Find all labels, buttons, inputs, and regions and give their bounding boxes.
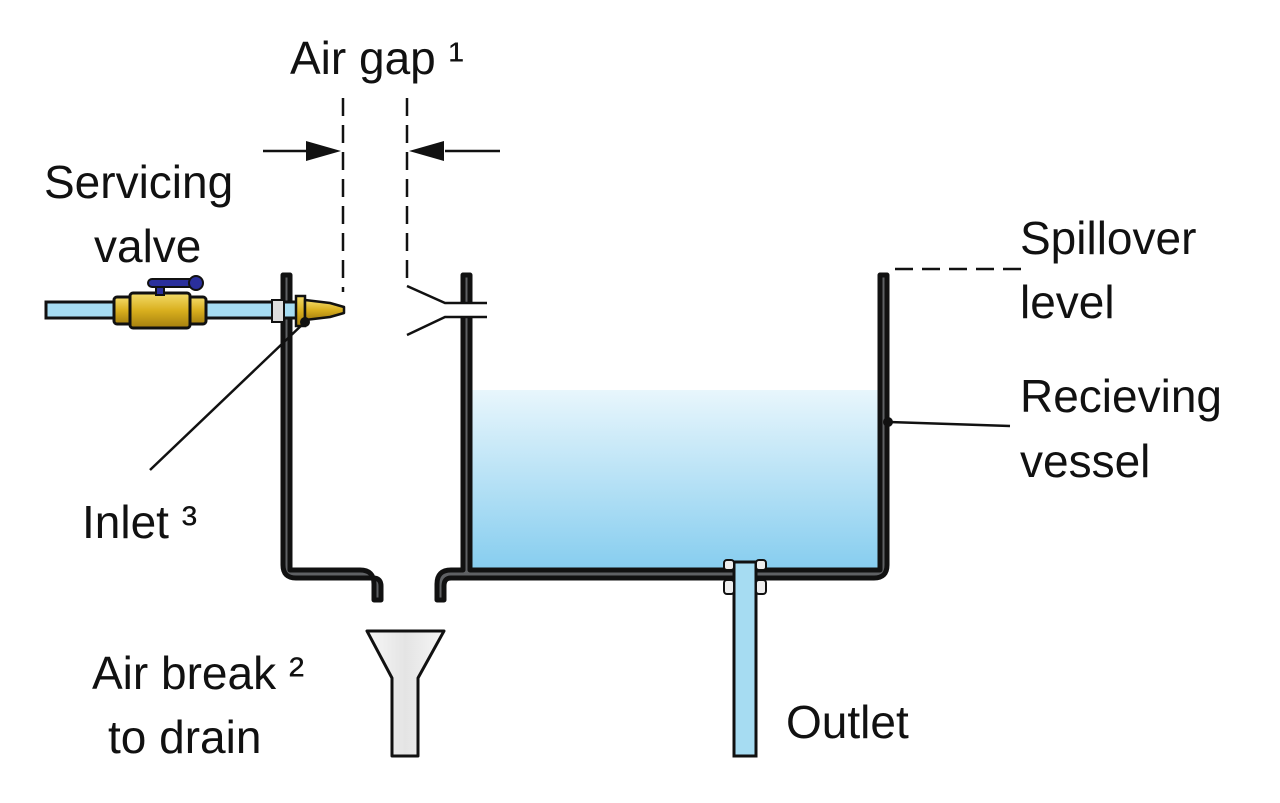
servicing-valve-label-2: valve [94, 220, 201, 272]
inlet-leader [149, 321, 306, 471]
air-break-label-2: to drain [108, 711, 261, 763]
servicing-valve-label-1: Servicing [44, 156, 233, 208]
overflow-channel-wall [280, 272, 384, 603]
receiving-vessel-leader [887, 420, 1011, 428]
outlet-label: Outlet [786, 696, 909, 748]
air-break-label-1: Air break ² [92, 647, 304, 699]
outlet-pipe [732, 560, 758, 758]
receiving-vessel-label-1: Recieving [1020, 370, 1222, 422]
overflow-pipe [406, 284, 487, 337]
water-body [470, 390, 880, 570]
spillover-label-1: Spillover [1020, 212, 1196, 264]
inlet-label: Inlet ³ [82, 496, 197, 548]
air-gap-label: Air gap ¹ [290, 32, 464, 84]
receiving-vessel-label-2: vessel [1020, 435, 1150, 487]
receiving-vessel-wall [434, 272, 890, 603]
receiving-vessel-marker-dot [883, 417, 893, 427]
spillover-label-2: level [1020, 276, 1115, 328]
wall-fitting-nut [271, 299, 285, 323]
air-gap-arrow-left [263, 141, 341, 161]
ball-valve-icon [112, 275, 208, 330]
air-gap-arrow-right [409, 141, 500, 161]
drain-funnel-icon [365, 629, 446, 758]
outlet-flange [723, 559, 767, 595]
